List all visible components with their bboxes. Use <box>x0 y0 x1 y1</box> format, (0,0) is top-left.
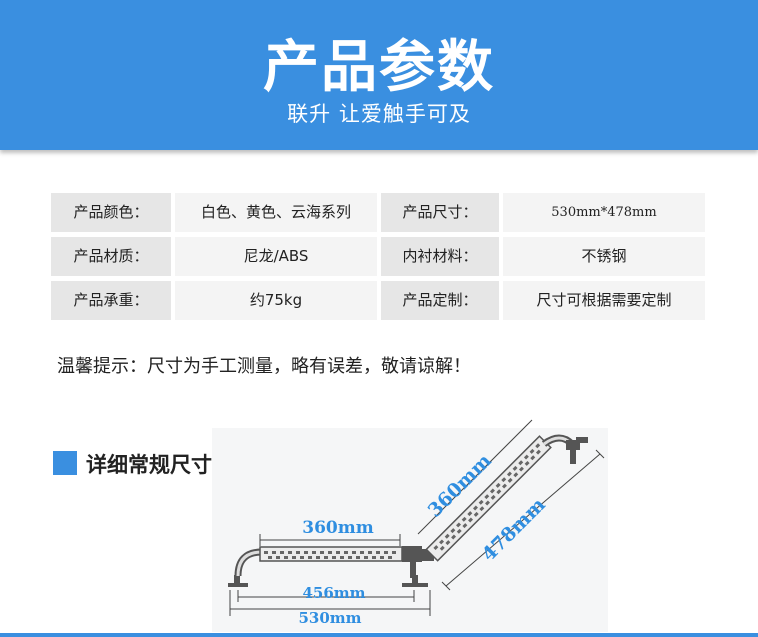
param-value: 尼龙/ABS <box>175 237 377 276</box>
param-row: 产品材质： 尼龙/ABS 内衬材料： 不锈钢 <box>51 237 705 276</box>
param-label: 产品尺寸： <box>381 193 499 232</box>
param-value: 约75kg <box>175 281 377 320</box>
straight-grab-bar <box>228 534 431 616</box>
page-subtitle: 联升 让爱触手可及 <box>287 102 471 126</box>
diagram-panel <box>212 428 608 632</box>
page-title: 产品参数 <box>263 35 495 100</box>
param-row: 产品承重： 约75kg 产品定制： 尺寸可根据需要定制 <box>51 281 705 320</box>
bottom-accent-line <box>0 633 758 637</box>
param-label: 内衬材料： <box>381 237 499 276</box>
param-label: 产品材质： <box>51 237 171 276</box>
section-title: 详细常规尺寸 <box>86 453 212 477</box>
param-row: 产品颜色： 白色、黄色、云海系列 产品尺寸： 530mm*478mm <box>51 193 705 232</box>
straight-mount-length-label: 456mm <box>302 584 365 602</box>
section-square-icon <box>53 451 77 475</box>
param-table: 产品颜色： 白色、黄色、云海系列 产品尺寸： 530mm*478mm 产品材质：… <box>51 193 705 325</box>
header-banner: 产品参数 联升 让爱触手可及 <box>0 0 758 150</box>
param-value: 尺寸可根据需要定制 <box>503 281 705 320</box>
straight-grip-length-label: 360mm <box>302 518 373 538</box>
straight-total-length-label: 530mm <box>298 609 361 627</box>
param-value: 白色、黄色、云海系列 <box>175 193 377 232</box>
param-value: 530mm*478mm <box>503 193 705 232</box>
param-value: 不锈钢 <box>503 237 705 276</box>
param-label: 产品颜色： <box>51 193 171 232</box>
angled-grab-bar <box>417 419 605 591</box>
param-label: 产品定制： <box>381 281 499 320</box>
measurement-tip: 温馨提示：尺寸为手工测量，略有误差，敬请谅解！ <box>57 356 471 377</box>
param-label: 产品承重： <box>51 281 171 320</box>
